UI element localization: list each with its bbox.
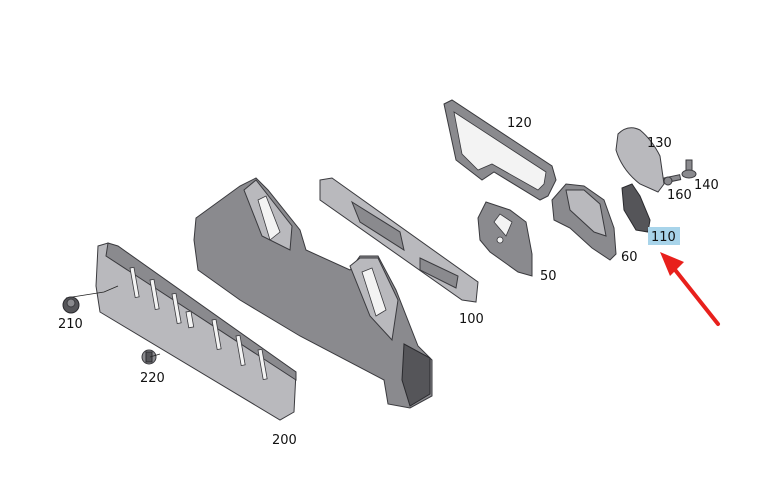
label-50: 50 bbox=[540, 269, 557, 284]
part-160-bolt[interactable] bbox=[663, 174, 682, 186]
label-220: 220 bbox=[140, 371, 165, 386]
label-140: 140 bbox=[694, 178, 719, 193]
label-200: 200 bbox=[272, 433, 297, 448]
label-210: 210 bbox=[58, 317, 83, 332]
part-50-bracket[interactable] bbox=[477, 201, 533, 277]
part-100-frame[interactable] bbox=[193, 177, 433, 409]
part-210-nut[interactable] bbox=[62, 296, 80, 314]
label-160: 160 bbox=[667, 188, 692, 203]
label-60: 60 bbox=[621, 250, 638, 265]
part-130-cover[interactable] bbox=[615, 127, 665, 193]
part-120-window-frame[interactable] bbox=[443, 99, 557, 201]
label-120: 120 bbox=[507, 116, 532, 131]
label-130: 130 bbox=[647, 136, 672, 151]
red-arrow-icon bbox=[660, 252, 720, 326]
label-110-highlight bbox=[648, 227, 680, 245]
part-100-strip[interactable] bbox=[319, 177, 479, 303]
part-140-clip[interactable] bbox=[681, 159, 697, 179]
part-110-pad[interactable] bbox=[621, 183, 651, 233]
label-100: 100 bbox=[459, 312, 484, 327]
part-200-panel[interactable] bbox=[65, 242, 297, 421]
part-220-screw[interactable] bbox=[141, 349, 161, 365]
label-110: 110 bbox=[651, 230, 676, 245]
part-60-bracket[interactable] bbox=[551, 183, 617, 261]
